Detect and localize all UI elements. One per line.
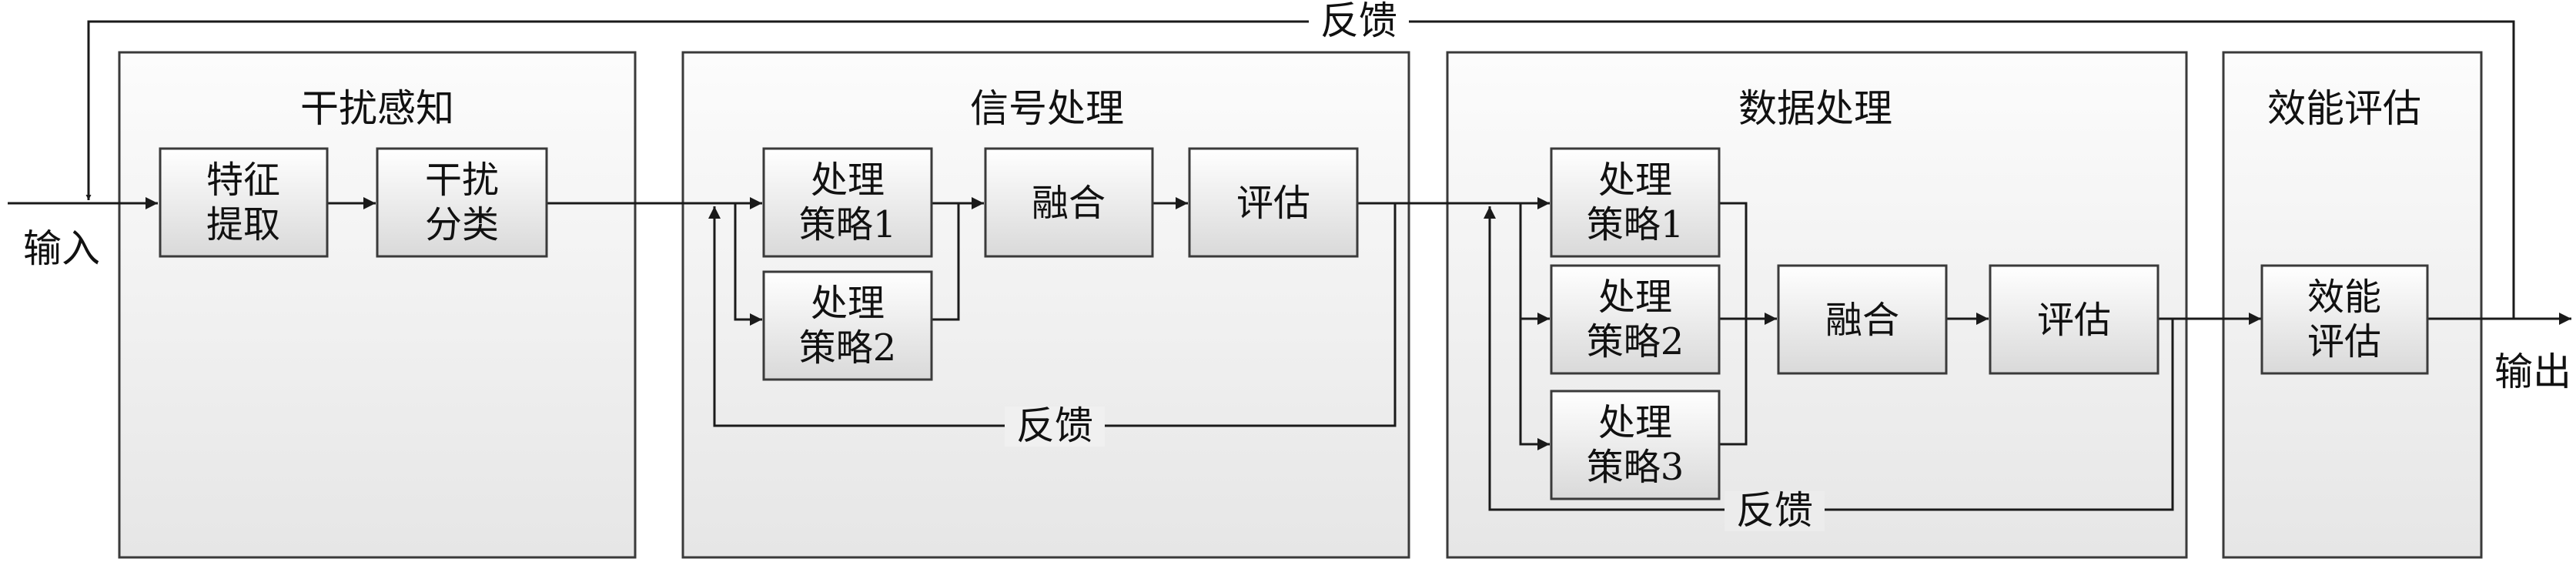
- signal-strategy2-box: [762, 270, 933, 381]
- data-strategy2-box: [1550, 264, 1721, 375]
- branch-to-data-strategy3: [1519, 319, 1550, 450]
- signal-strategy1-box: [762, 147, 933, 258]
- signal-strategy2-label-1: 处理: [811, 282, 885, 325]
- output-label: 输出: [2494, 350, 2571, 394]
- signal-strategy1-label-1: 处理: [811, 159, 885, 202]
- signal-fusion-label: 融合: [1032, 182, 1106, 225]
- stage-title-efficiency: 效能评估: [2267, 86, 2421, 131]
- data-strategy1-label-1: 处理: [1598, 159, 1672, 202]
- feature-extract-label-2: 提取: [206, 203, 280, 246]
- data-strategy3-box: [1550, 390, 1721, 500]
- data-strategy2-label-2: 策略2: [1587, 320, 1684, 363]
- data-feedback-line: [1484, 206, 2174, 511]
- efficiency-eval-label-1: 效能: [2307, 276, 2381, 319]
- signal-strategy2-label-2: 策略2: [799, 326, 897, 370]
- data-fusion-box: [1777, 264, 1948, 375]
- signal-feedback-label-bg: [1005, 406, 1105, 447]
- data-evaluate-box: [1989, 264, 2159, 375]
- feature-extract-label-1: 特征: [206, 159, 280, 202]
- branch-to-strategy2: [734, 203, 762, 326]
- merge-data-strategy-outputs: [1719, 202, 1748, 446]
- stage-interference-perception: [118, 51, 637, 559]
- data-strategy1-label-2: 策略1: [1587, 203, 1684, 246]
- data-strategy3-label-2: 策略3: [1587, 446, 1684, 489]
- input-label: 输入: [23, 226, 100, 271]
- data-fusion-label: 融合: [1825, 299, 1899, 342]
- interference-classify-box: [376, 147, 548, 258]
- stage-title-signal: 信号处理: [970, 86, 1124, 131]
- signal-feedback-label: 反馈: [1016, 403, 1093, 448]
- classify-label-1: 干扰: [425, 159, 499, 202]
- data-feedback-label: 反馈: [1736, 488, 1813, 533]
- data-strategy1-box: [1550, 147, 1721, 258]
- stage-title-perception: 干扰感知: [300, 86, 454, 131]
- signal-evaluate-box: [1188, 147, 1359, 258]
- outer-feedback-label-bg: [1309, 0, 1409, 43]
- data-feedback-label-bg: [1725, 491, 1825, 531]
- classify-label-2: 分类: [425, 203, 499, 246]
- outer-feedback-label: 反馈: [1320, 0, 1397, 43]
- signal-strategy1-label-2: 策略1: [799, 203, 897, 246]
- data-evaluate-label: 评估: [2037, 299, 2111, 342]
- outer-feedback-line: [85, 20, 2515, 319]
- efficiency-eval-box: [2260, 264, 2429, 375]
- signal-fusion-box: [984, 147, 1154, 258]
- data-strategy2-label-1: 处理: [1598, 276, 1672, 319]
- feature-extract-box: [159, 147, 329, 258]
- data-strategy3-label-1: 处理: [1598, 401, 1672, 444]
- stage-title-data: 数据处理: [1738, 86, 1892, 131]
- efficiency-eval-label-2: 评估: [2307, 320, 2381, 363]
- signal-evaluate-label: 评估: [1236, 182, 1310, 225]
